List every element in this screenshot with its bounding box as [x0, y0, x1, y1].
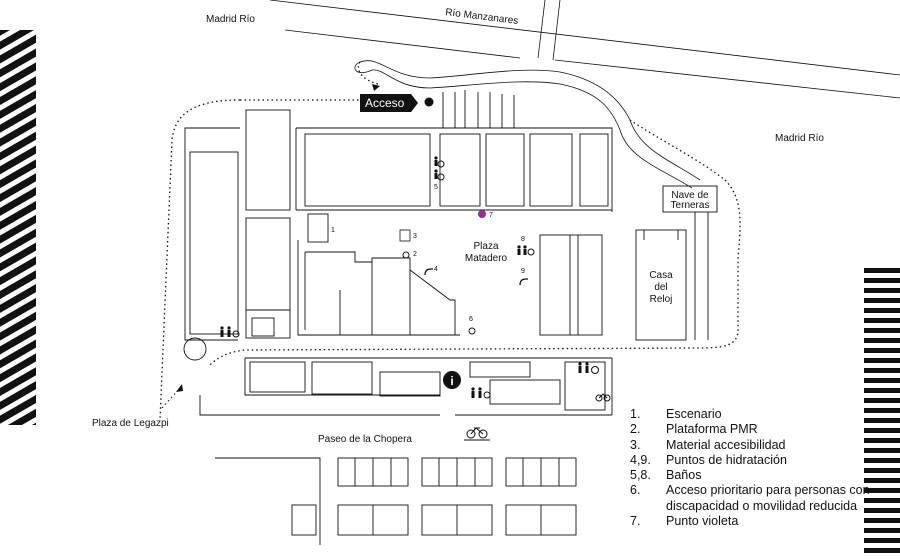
marker-7: 7 — [489, 212, 493, 219]
buildings — [184, 90, 718, 416]
label-paseo-chopera: Paseo de la Chopera — [318, 434, 412, 445]
label-madrid-rio-right: Madrid Río — [775, 133, 824, 144]
marker-6: 6 — [469, 316, 473, 323]
label-casa-line1: Casa — [649, 270, 673, 281]
label-plaza-legazpi: Plaza de Legazpi — [92, 418, 169, 429]
label-plaza-line1: Plaza — [473, 241, 498, 252]
right-stripe-band — [864, 268, 900, 553]
wheelchair-icon[interactable] — [527, 248, 535, 256]
legend-item-text: Baños — [666, 468, 702, 483]
legend-item-number: 6. — [630, 483, 641, 498]
water-tap-icon[interactable] — [424, 268, 433, 276]
wheelchair-icon[interactable] — [591, 366, 599, 374]
legend-item: 4,9. Puntos de hidratación — [630, 453, 870, 468]
route-arrow-1 — [372, 84, 380, 91]
marker-9: 9 — [521, 268, 525, 275]
label-casa-line3: Reloj — [650, 294, 673, 305]
label-nave-line2: Terneras — [671, 200, 710, 211]
marker-1: 1 — [331, 227, 335, 234]
legend-item-text: Acceso prioritario para personas con dis… — [666, 483, 870, 513]
legend-item-text: Plataforma PMR — [666, 422, 758, 437]
label-casa-line2: del — [654, 282, 667, 293]
legend-item-number: 4,9. — [630, 452, 651, 467]
river-roads — [269, 0, 900, 189]
label-rio-manzanares: Río Manzanares — [445, 7, 519, 27]
wheelchair-icon[interactable] — [232, 330, 240, 338]
toilet-icon[interactable] — [434, 156, 438, 179]
legend-item: 6. Acceso prioritario para personas con d… — [630, 483, 870, 514]
entrance-label[interactable]: Acceso — [360, 94, 418, 112]
legend-item: 1. Escenario — [630, 407, 870, 422]
legend-item-text: Puntos de hidratación — [666, 452, 787, 467]
marker-3: 3 — [413, 233, 417, 240]
toilet-icon[interactable] — [578, 362, 589, 373]
marker-8: 8 — [521, 236, 525, 243]
label-nave-line1: Nave de — [671, 190, 709, 201]
bicycle-icon[interactable] — [595, 393, 611, 402]
legend-item-number: 3. — [630, 437, 641, 452]
legend-item-number: 1. — [630, 407, 641, 421]
marker-2: 2 — [413, 251, 417, 258]
entrance-dot-icon — [424, 97, 434, 107]
info-marker-label: i — [450, 374, 453, 388]
toilet-icon[interactable] — [471, 387, 482, 398]
label-plaza-line2: Matadero — [465, 253, 508, 264]
wheelchair-icon[interactable] — [468, 327, 476, 335]
wheelchair-icon[interactable] — [402, 251, 410, 259]
legend-item-number: 5,8. — [630, 468, 651, 483]
legend-item: 5,8. Baños — [630, 468, 870, 483]
paseo-blocks — [215, 457, 577, 545]
marker-4: 4 — [434, 266, 438, 273]
walking-route — [159, 61, 741, 421]
label-madrid-rio-top: Madrid Río — [206, 14, 255, 25]
wheelchair-icon[interactable] — [437, 160, 445, 181]
wheelchair-icon[interactable] — [483, 391, 491, 399]
legend-item: 7. Punto violeta — [630, 514, 870, 529]
roundabout — [183, 337, 207, 361]
toilet-icon[interactable] — [220, 326, 231, 337]
info-icon[interactable] — [443, 371, 461, 389]
legend-item-text: Punto violeta — [666, 514, 739, 529]
toilet-icon[interactable] — [517, 245, 527, 255]
legend-item: 3. Material accesibilidad — [630, 438, 870, 453]
left-stripe-band — [0, 30, 36, 425]
legend-item-text: Material accesibilidad — [666, 437, 786, 452]
bicycle-icon[interactable] — [464, 427, 490, 441]
legend-item: 2. Plataforma PMR — [630, 422, 870, 437]
legend-item-text: Escenario — [666, 407, 722, 421]
marker-5: 5 — [434, 184, 438, 191]
legend-item-number: 7. — [630, 514, 641, 529]
violet-point-icon[interactable] — [478, 210, 486, 218]
legend-item-number: 2. — [630, 422, 641, 437]
water-tap-icon[interactable] — [519, 278, 528, 286]
accessibility-material-box[interactable] — [399, 229, 411, 242]
legend: 1. Escenario 2. Plataforma PMR 3. Material ac… — [630, 407, 870, 529]
